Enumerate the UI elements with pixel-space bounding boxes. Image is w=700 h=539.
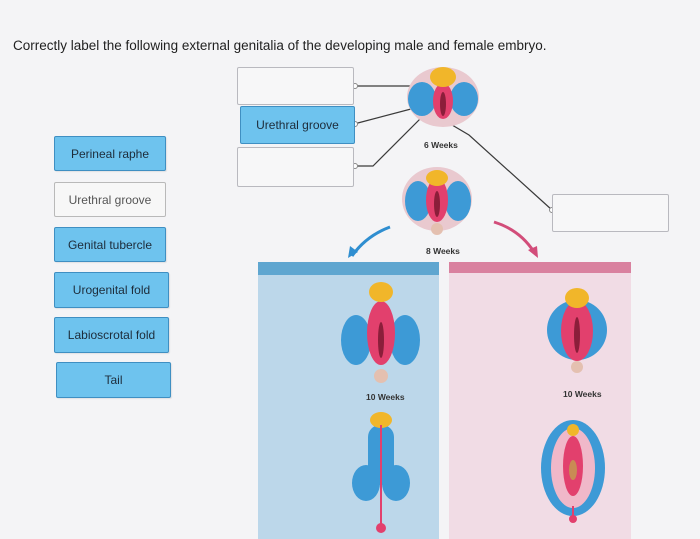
- drop-target-2[interactable]: Urethral groove: [240, 106, 355, 144]
- male-panel-header: [258, 262, 439, 275]
- female-late: [541, 420, 605, 523]
- drop-target-1[interactable]: [237, 67, 354, 105]
- label-urethral-groove-used[interactable]: Urethral groove: [54, 182, 166, 217]
- female-10-weeks: [547, 288, 607, 373]
- male-panel: [258, 262, 439, 539]
- leader-line-4: [446, 121, 553, 211]
- label-labioscrotal-fold[interactable]: Labioscrotal fold: [54, 317, 169, 353]
- male-10-weeks: [341, 282, 420, 383]
- label-genital-tubercle[interactable]: Genital tubercle: [54, 227, 166, 262]
- embryo-6-weeks: [407, 67, 479, 127]
- label-male-10-weeks: 10 Weeks: [366, 392, 405, 402]
- male-late: [352, 412, 410, 533]
- arrow-to-male: [350, 225, 391, 257]
- drop-target-4[interactable]: [552, 194, 669, 232]
- embryo-8-weeks: [402, 167, 472, 235]
- label-tail[interactable]: Tail: [56, 362, 171, 398]
- question-instruction: Correctly label the following external g…: [13, 38, 547, 53]
- label-female-10-weeks: 10 Weeks: [563, 389, 602, 399]
- label-perineal-raphe[interactable]: Perineal raphe: [54, 136, 166, 171]
- female-panel: [449, 262, 631, 539]
- label-6-weeks: 6 Weeks: [424, 140, 458, 150]
- leader-line-3: [354, 109, 430, 167]
- drop-target-3[interactable]: [237, 147, 354, 187]
- label-urogenital-fold[interactable]: Urogenital fold: [54, 272, 169, 308]
- label-8-weeks: 8 Weeks: [426, 246, 460, 256]
- arrow-to-female: [493, 220, 536, 253]
- female-panel-header: [449, 262, 631, 273]
